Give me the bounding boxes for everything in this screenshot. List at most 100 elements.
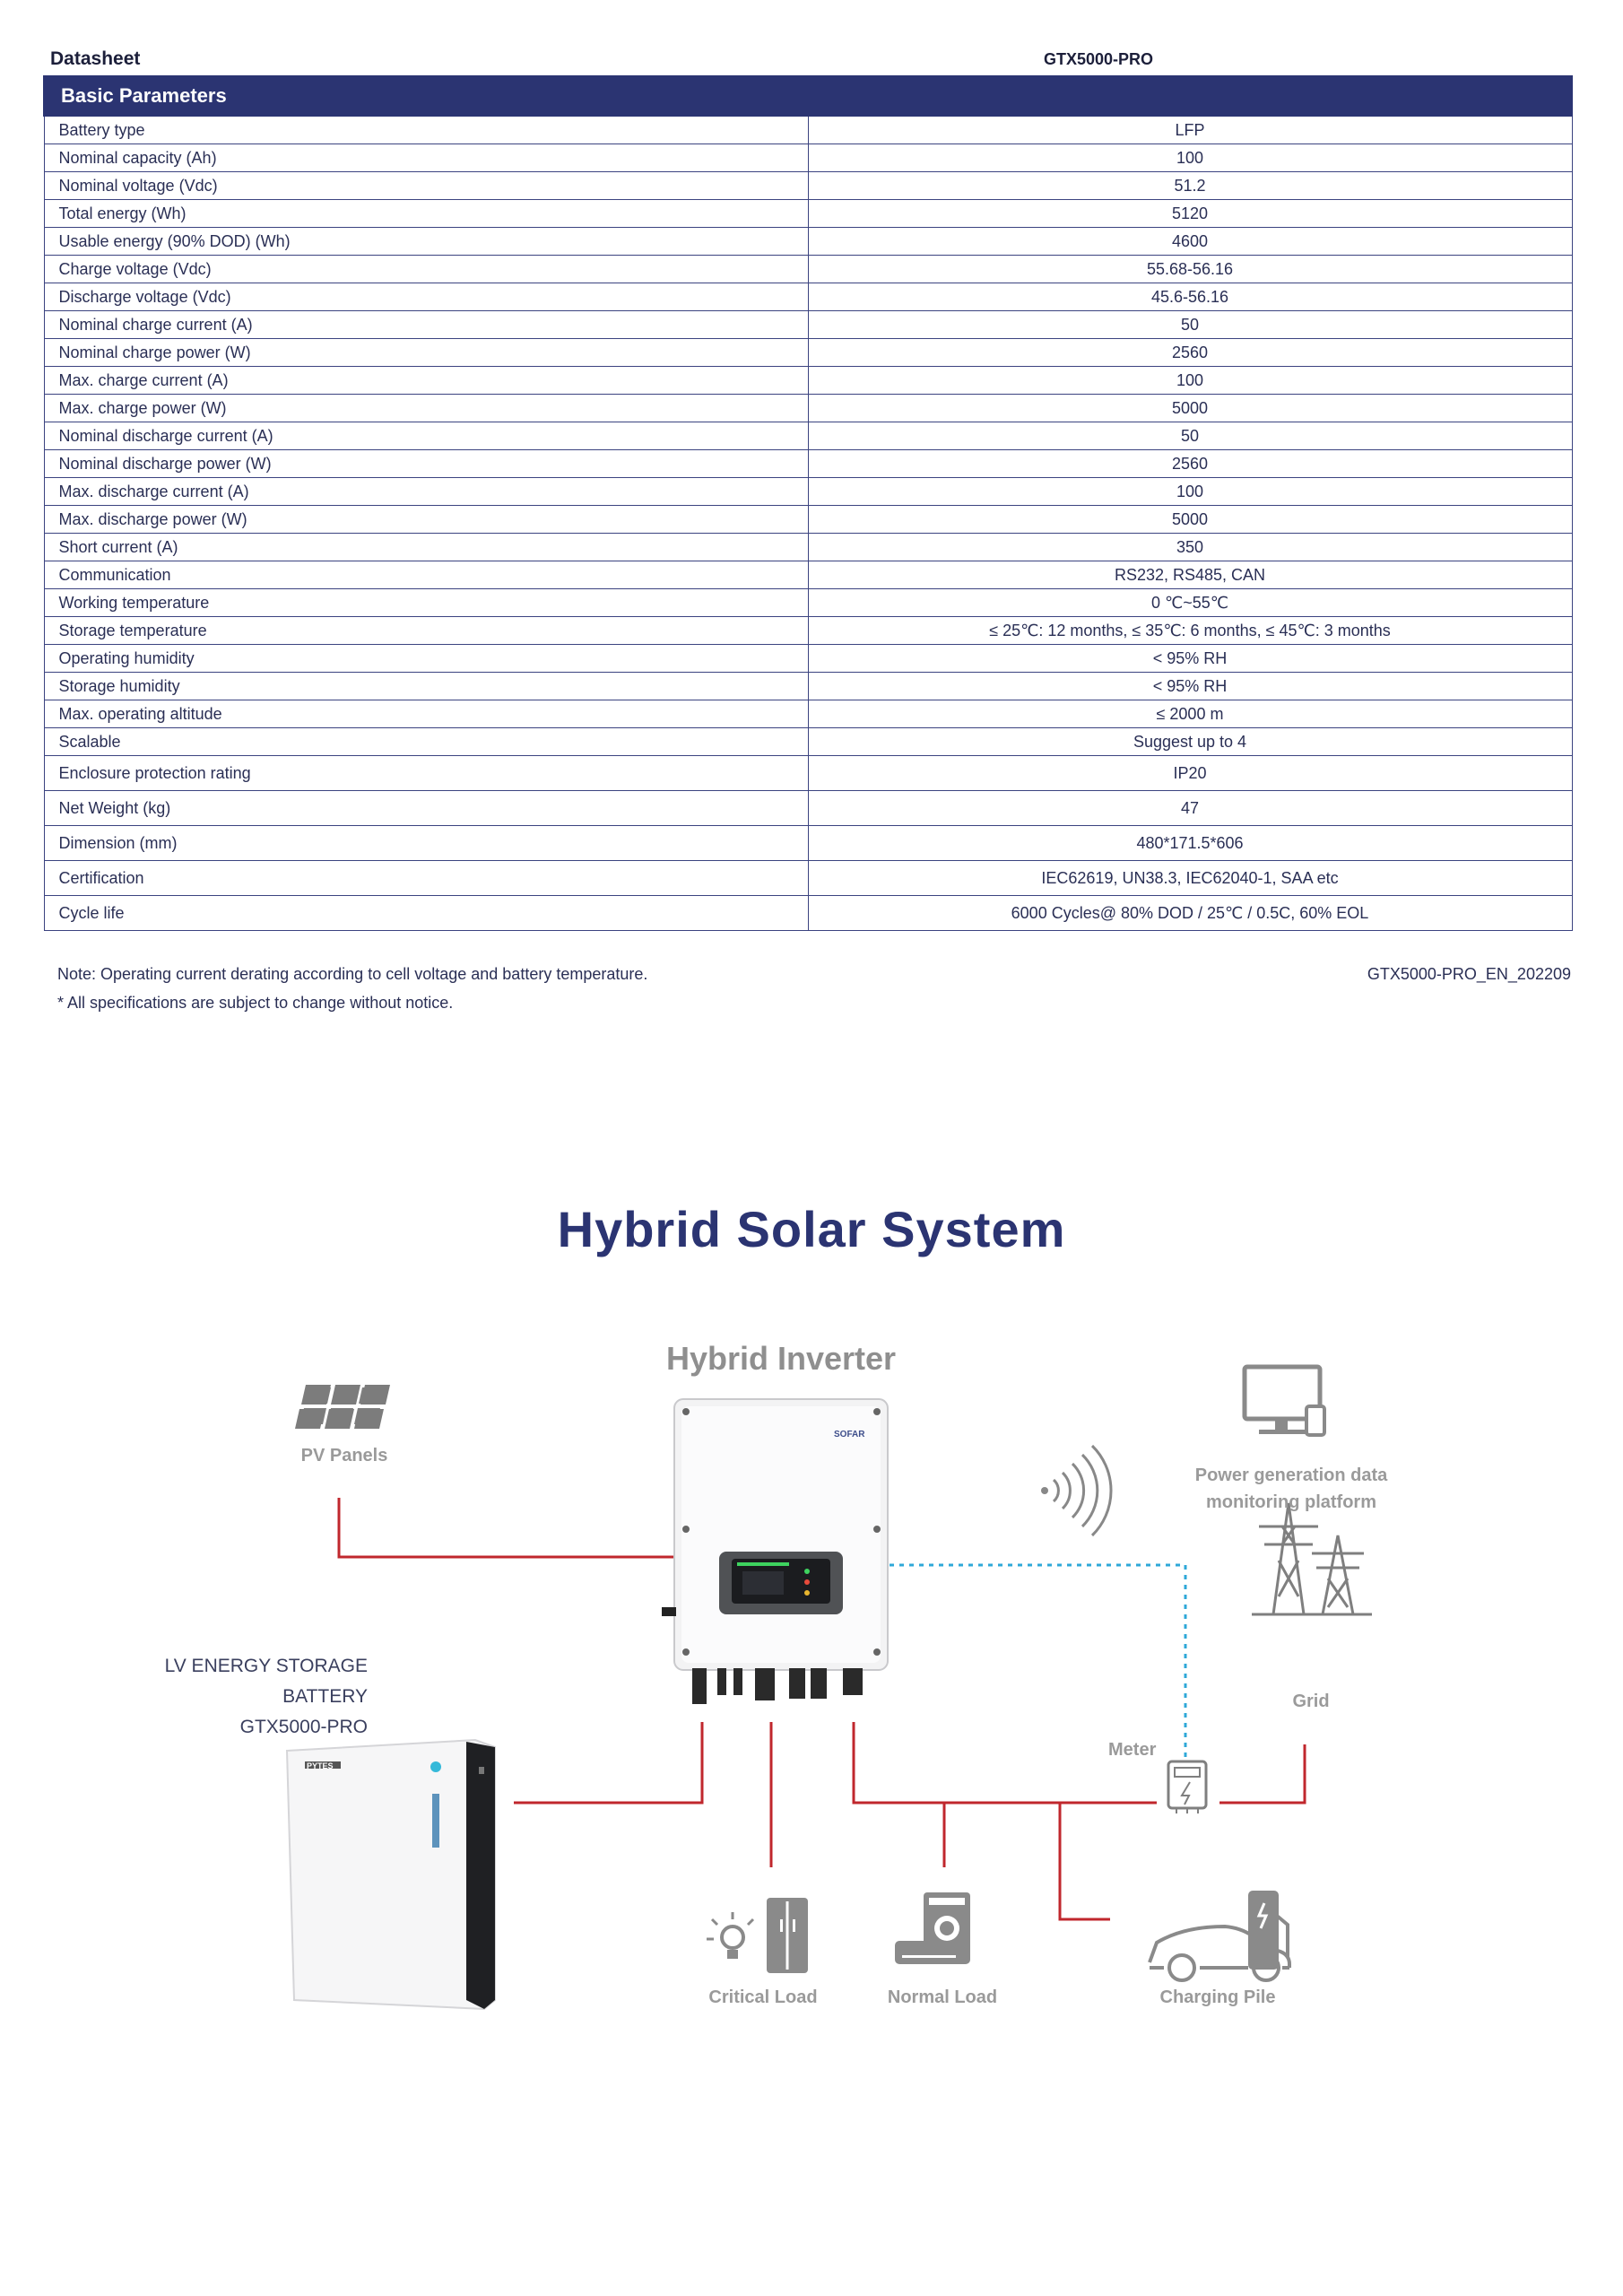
critical-load-label: Critical Load: [708, 1987, 818, 2007]
charging-pile-line: [1058, 1803, 1110, 1921]
table-row: Nominal charge power (W)2560: [43, 338, 1573, 367]
normal-load-icon: [895, 1892, 970, 1964]
param-value: 6000 Cycles@ 80% DOD / 25℃ / 0.5C, 60% E…: [807, 895, 1573, 931]
comm-line: [890, 1563, 1187, 1758]
wifi-signal-icon: [1041, 1444, 1113, 1537]
param-name: Usable energy (90% DOD) (Wh): [43, 227, 809, 256]
param-value: 2560: [807, 449, 1573, 478]
monitoring-line1: Power generation data: [1194, 1465, 1388, 1485]
param-value: 0 ℃~55℃: [807, 588, 1573, 617]
param-value: 5000: [807, 505, 1573, 534]
grid-towers-icon: [1252, 1502, 1372, 1616]
table-row: Max. charge current (A)100: [43, 366, 1573, 395]
footnote: Note: Operating current derating accordi…: [57, 965, 648, 983]
param-value: 47: [807, 790, 1573, 826]
table-row: Max. operating altitude≤ 2000 m: [43, 700, 1573, 728]
param-value: 45.6-56.16: [807, 283, 1573, 311]
param-name: Nominal charge power (W): [43, 338, 809, 367]
pv-panels-icon-grid: [295, 1385, 390, 1429]
storage-label-line1: LV ENERGY STORAGE: [164, 1656, 368, 1676]
table-row: Dimension (mm)480*171.5*606: [43, 825, 1573, 861]
battery-line: [514, 1722, 704, 1805]
param-name: Short current (A): [43, 533, 809, 561]
table-row: Storage humidity< 95% RH: [43, 672, 1573, 700]
table-row: Storage temperature≤ 25℃: 12 months, ≤ 3…: [43, 616, 1573, 645]
param-value: 2560: [807, 338, 1573, 367]
param-name: Total energy (Wh): [43, 199, 809, 228]
param-name: Storage temperature: [43, 616, 809, 645]
disclaimer: * All specifications are subject to chan…: [57, 994, 454, 1012]
table-row: Net Weight (kg)47: [43, 790, 1573, 826]
param-name: Nominal charge current (A): [43, 310, 809, 339]
param-name: Certification: [43, 860, 809, 896]
storage-label-line3: GTX5000-PRO: [239, 1717, 368, 1737]
param-value: 5120: [807, 199, 1573, 228]
inverter-brand-text: SOFAR: [834, 1430, 865, 1439]
pv-line: [337, 1498, 674, 1559]
param-name: Charge voltage (Vdc): [43, 255, 809, 283]
meter-label: Meter: [1108, 1740, 1157, 1760]
table-row: Usable energy (90% DOD) (Wh)4600: [43, 227, 1573, 256]
charging-pile-label: Charging Pile: [1159, 1987, 1276, 2007]
hybrid-system-diagram: SOFAR: [285, 1364, 1372, 2011]
param-value: 100: [807, 144, 1573, 172]
critical-load-icon: [707, 1898, 808, 1973]
param-name: Discharge voltage (Vdc): [43, 283, 809, 311]
storage-label-line2: BATTERY: [282, 1686, 368, 1707]
param-name: Max. charge current (A): [43, 366, 809, 395]
param-value: 4600: [807, 227, 1573, 256]
table-row: Discharge voltage (Vdc)45.6-56.16: [43, 283, 1573, 311]
battery-brand-text: PYTES: [307, 1761, 334, 1770]
param-name: Battery type: [43, 115, 809, 144]
datasheet-label: Datasheet: [50, 48, 141, 69]
param-value: 55.68-56.16: [807, 255, 1573, 283]
document-code: GTX5000-PRO_EN_202209: [1367, 965, 1571, 983]
param-name: Max. charge power (W): [43, 394, 809, 422]
param-value: 5000: [807, 394, 1573, 422]
param-value: ≤ 2000 m: [807, 700, 1573, 728]
monitoring-platform-label: Power generation data monitoring platfor…: [1195, 1462, 1388, 1516]
model-name: GTX5000-PRO: [1044, 50, 1154, 68]
datasheet-header: Datasheet GTX5000-PRO: [50, 48, 1566, 75]
param-name: Nominal discharge current (A): [43, 422, 809, 450]
table-row: Nominal voltage (Vdc)51.2: [43, 171, 1573, 200]
param-name: Max. operating altitude: [43, 700, 809, 728]
pv-panels-label: PV Panels: [300, 1446, 388, 1465]
battery-cabinet: [285, 1738, 496, 2011]
section-title: Basic Parameters: [43, 75, 1573, 117]
hybrid-inverter-label: Hybrid Inverter: [665, 1340, 897, 1377]
param-name: Nominal capacity (Ah): [43, 144, 809, 172]
param-name: Max. discharge current (A): [43, 477, 809, 506]
param-name: Working temperature: [43, 588, 809, 617]
monitor-icon: [1242, 1364, 1326, 1437]
power-lines: [337, 1498, 1306, 1921]
table-row: Nominal capacity (Ah)100: [43, 144, 1573, 172]
table-row: Max. charge power (W)5000: [43, 394, 1573, 422]
param-value: 480*171.5*606: [807, 825, 1573, 861]
param-name: Communication: [43, 561, 809, 589]
param-value: 50: [807, 422, 1573, 450]
diagram-title: Hybrid Solar System: [557, 1201, 1066, 1257]
param-value: 50: [807, 310, 1573, 339]
param-value: 350: [807, 533, 1573, 561]
table-row: Short current (A)350: [43, 533, 1573, 561]
param-name: Nominal discharge power (W): [43, 449, 809, 478]
param-name: Scalable: [43, 727, 809, 756]
param-name: Storage humidity: [43, 672, 809, 700]
table-row: Charge voltage (Vdc)55.68-56.16: [43, 255, 1573, 283]
hybrid-inverter-device: [662, 1398, 889, 1704]
monitoring-line2: monitoring platform: [1206, 1492, 1376, 1512]
table-row: Max. discharge power (W)5000: [43, 505, 1573, 534]
param-value: 100: [807, 477, 1573, 506]
param-name: Max. discharge power (W): [43, 505, 809, 534]
param-value: < 95% RH: [807, 644, 1573, 673]
param-name: Cycle life: [43, 895, 809, 931]
grid-line: [1219, 1744, 1306, 1805]
